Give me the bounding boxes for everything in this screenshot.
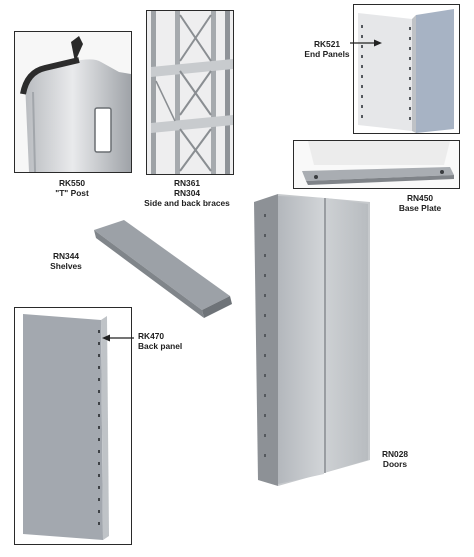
base-plate-photo (293, 140, 460, 189)
cabinet-doors-image (254, 194, 370, 486)
end-panels-label: RK521 End Panels (300, 39, 354, 59)
t-post-code: RK550 (58, 178, 86, 188)
shelf-image (94, 220, 232, 318)
end-panels-arrow (350, 39, 382, 47)
back-panel-arrow (102, 334, 134, 342)
shelves-label: RN344 Shelves (42, 251, 90, 271)
end-panels-photo (353, 4, 460, 134)
base-plate-code: RN450 (406, 193, 434, 203)
shelves-name: Shelves (50, 261, 82, 271)
t-post-label: RK550 "T" Post (24, 178, 120, 198)
braces-code-2: RN304 (173, 188, 201, 198)
base-plate-label: RN450 Base Plate (388, 193, 452, 213)
t-post-name: "T" Post (55, 188, 89, 198)
doors-code: RN028 (381, 449, 409, 459)
braces-name: Side and back braces (144, 198, 230, 208)
t-post-photo (14, 31, 132, 173)
end-panels-code: RK521 (313, 39, 341, 49)
back-panel-photo (14, 307, 132, 545)
back-panel-name: Back panel (138, 341, 183, 351)
back-panel-label: RK470 Back panel (138, 331, 198, 351)
doors-name: Doors (382, 459, 408, 469)
braces-code-1: RN361 (173, 178, 201, 188)
end-panels-name: End Panels (304, 49, 350, 59)
back-panel-code: RK470 (138, 331, 165, 341)
braces-label: RN361 RN304 Side and back braces (132, 178, 242, 208)
shelves-code: RN344 (52, 251, 80, 261)
doors-label: RN028 Doors (372, 449, 418, 469)
base-plate-name: Base Plate (398, 203, 442, 213)
braces-photo (146, 10, 234, 175)
